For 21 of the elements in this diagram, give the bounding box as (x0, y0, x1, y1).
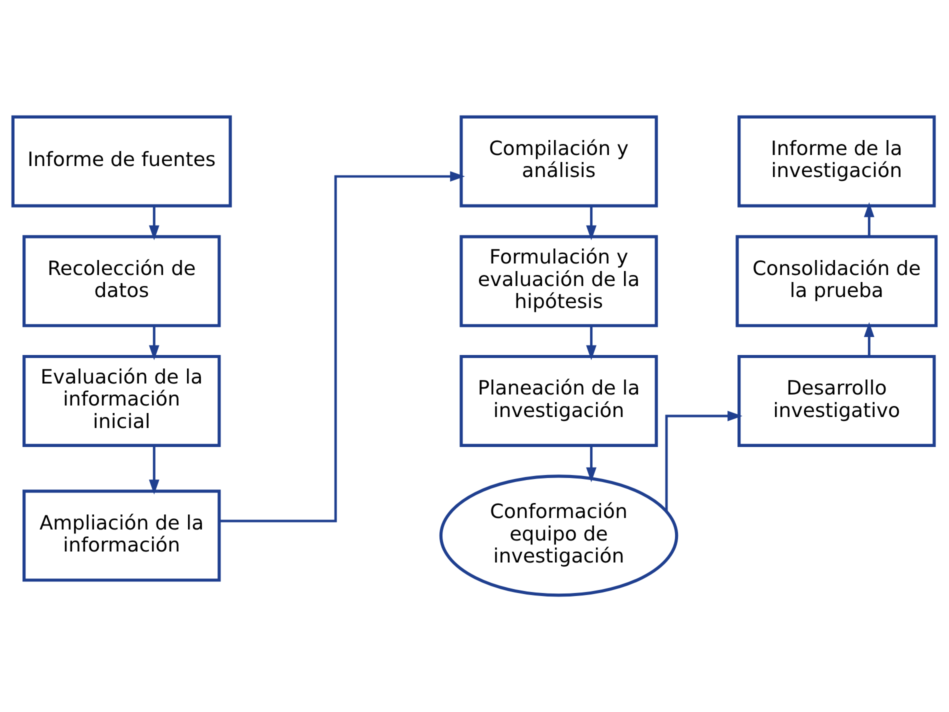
node-box: Recolección de datos (22, 235, 221, 328)
node-box: Evaluación de la información inicial (22, 354, 221, 447)
node-box: Desarrollo investigativo (738, 354, 936, 447)
node-box: Planeación de la investigación (460, 354, 658, 447)
arrow (586, 206, 596, 240)
node-box: Informe de la investigación (738, 115, 936, 208)
arrow (586, 326, 596, 360)
node-box: Ampliación de la información (22, 490, 221, 582)
node-box: Formulación y evaluación de la hipótesis (460, 235, 658, 328)
arrow (864, 202, 874, 237)
node-ellipse: Conformación equipo de investigación (439, 474, 678, 597)
arrow (148, 445, 160, 495)
arrow (148, 206, 160, 240)
arrow (665, 410, 742, 512)
arrow (148, 326, 160, 360)
node-box: Consolidación de la prueba (736, 235, 938, 328)
node-box: Informe de fuentes (11, 115, 232, 208)
node-box: Compilación y análisis (460, 115, 658, 208)
arrow (219, 171, 465, 522)
arrow (586, 445, 596, 482)
arrow (864, 322, 874, 356)
